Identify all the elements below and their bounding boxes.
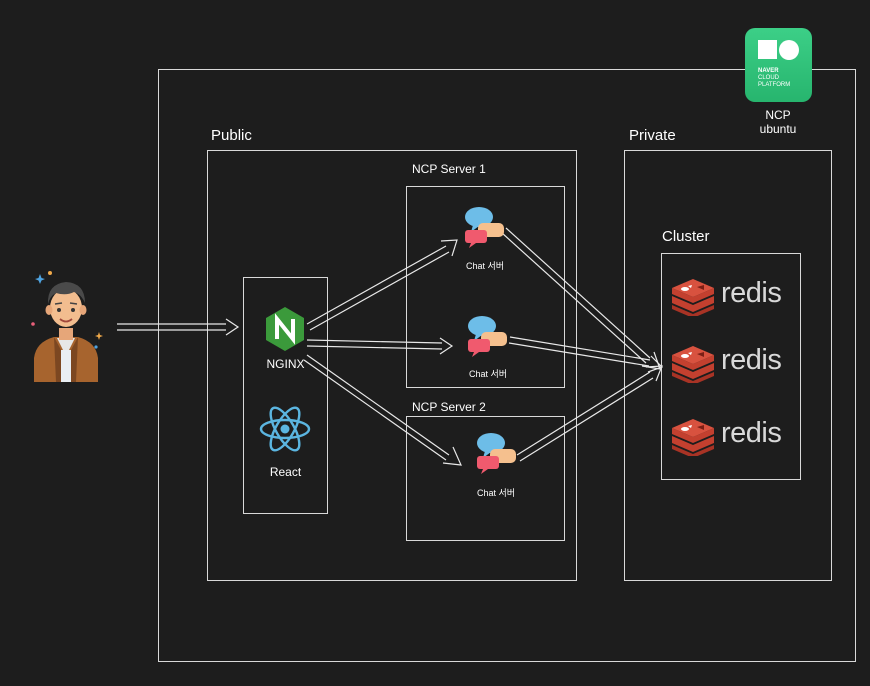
chat-bubbles-icon (468, 316, 507, 357)
redis-node-2-label: redis (721, 344, 782, 376)
chat-server-2-label: Chat 서버 (468, 369, 508, 379)
chat-bubbles-icon (477, 433, 516, 474)
redis-node-1-label: redis (721, 277, 782, 309)
ncp-server-1-box (406, 186, 565, 388)
ncp-server-2-box (406, 416, 565, 541)
private-zone (624, 150, 832, 581)
ncp-server-2-label: NCP Server 2 (412, 400, 486, 414)
frontend-box (243, 277, 328, 514)
cluster-label: Cluster (662, 228, 710, 245)
redis-icon (672, 346, 714, 383)
logo-text-platform: PLATFORM (758, 82, 791, 88)
private-label: Private (629, 127, 676, 144)
arrow-nginx-to-chat1 (306, 239, 458, 331)
redis-icon (672, 419, 714, 456)
ncp-server-1-label: NCP Server 1 (412, 162, 486, 176)
chat-server-1-label: Chat 서버 (465, 261, 505, 271)
arrow-nginx-to-chat3 (303, 354, 462, 466)
arrow-user-to-nginx (117, 318, 240, 336)
chat-bubbles-icon (465, 207, 504, 248)
arrow-chat2-to-redis (508, 336, 664, 373)
react-label: React (269, 465, 302, 479)
chat-server-3-label: Chat 서버 (476, 488, 516, 498)
ubuntu-label: ubuntu (759, 122, 797, 136)
ncp-cloud-boundary (158, 69, 856, 662)
arrow-chat1-to-redis (501, 227, 661, 370)
logo-text-naver: NAVER (758, 68, 779, 74)
public-label: Public (211, 127, 252, 144)
naver-cloud-platform-logo: NAVER CLOUD PLATFORM (745, 28, 812, 102)
user-avatar-icon (31, 271, 103, 382)
redis-node-3-label: redis (721, 417, 782, 449)
ncp-label: NCP (765, 108, 791, 122)
arrow-nginx-to-chat2 (306, 337, 454, 355)
logo-circle-shape (779, 40, 799, 60)
arrow-chat3-to-redis (516, 365, 663, 462)
redis-icon (672, 279, 714, 316)
nginx-label: NGINX (266, 357, 305, 371)
logo-text-cloud: CLOUD (758, 75, 780, 81)
react-icon (259, 406, 311, 452)
nginx-icon (266, 307, 304, 351)
public-zone (207, 150, 577, 581)
logo-square-shape (758, 40, 777, 59)
